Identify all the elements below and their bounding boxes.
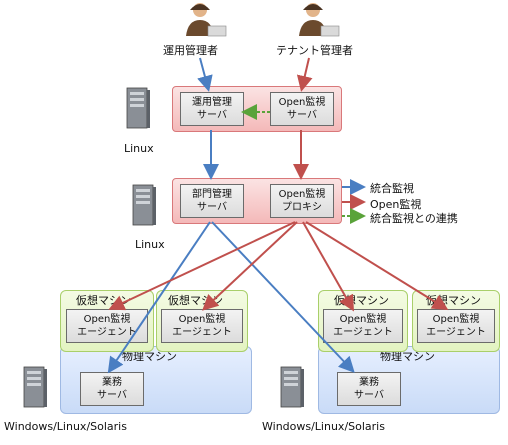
linux-label-top: Linux [124,142,154,155]
arrow-proxy-to-agent-2 [202,221,298,311]
arrow-proxy-to-agent-4 [305,221,449,311]
arrow-dept-to-business-left [107,221,211,374]
open-monitor-agent: Open監視 エージェント [66,309,148,343]
open-monitor-server: Open監視 サーバ [270,92,334,126]
physical-title-left: 物理マシン [122,350,177,363]
os-label-left: Windows/Linux/Solaris [4,420,127,433]
tenant-admin-label: テナント管理者 [276,44,353,57]
arrow-operator-to-mgmt [197,57,213,92]
os-label-right: Windows/Linux/Solaris [262,420,385,433]
business-server-right: 業務 サーバ [337,372,401,406]
department-server: 部門管理 サーバ [180,184,244,218]
server-icon [22,365,48,413]
tenant-admin-actor [283,0,343,40]
legend-integrated: 統合監視 [370,182,414,195]
arrow-dept-to-business-right [211,221,355,373]
open-monitor-agent: Open監視 エージェント [161,309,243,343]
server-icon [131,183,157,231]
person-icon [186,3,227,37]
physical-title-right: 物理マシン [380,350,435,363]
person-icon [299,3,340,37]
open-monitor-proxy: Open監視 プロキシ [270,184,334,218]
server-icon [279,365,305,413]
operator-actor [170,0,230,40]
server-icon [125,86,151,134]
open-monitor-agent: Open監視 エージェント [417,309,495,343]
management-server: 運用管理 サーバ [180,92,244,126]
open-monitor-agent: Open監視 エージェント [323,309,403,343]
arrow-proxy-to-agent-1 [108,221,296,311]
legend-open: Open監視 [370,198,422,211]
legend-linkage: 統合監視との連携 [370,212,458,225]
linux-label-mid: Linux [135,238,165,251]
operator-label: 運用管理者 [163,44,218,57]
arrow-tenant-to-open-server [296,57,313,92]
arrow-proxy-to-agent-3 [302,221,354,312]
